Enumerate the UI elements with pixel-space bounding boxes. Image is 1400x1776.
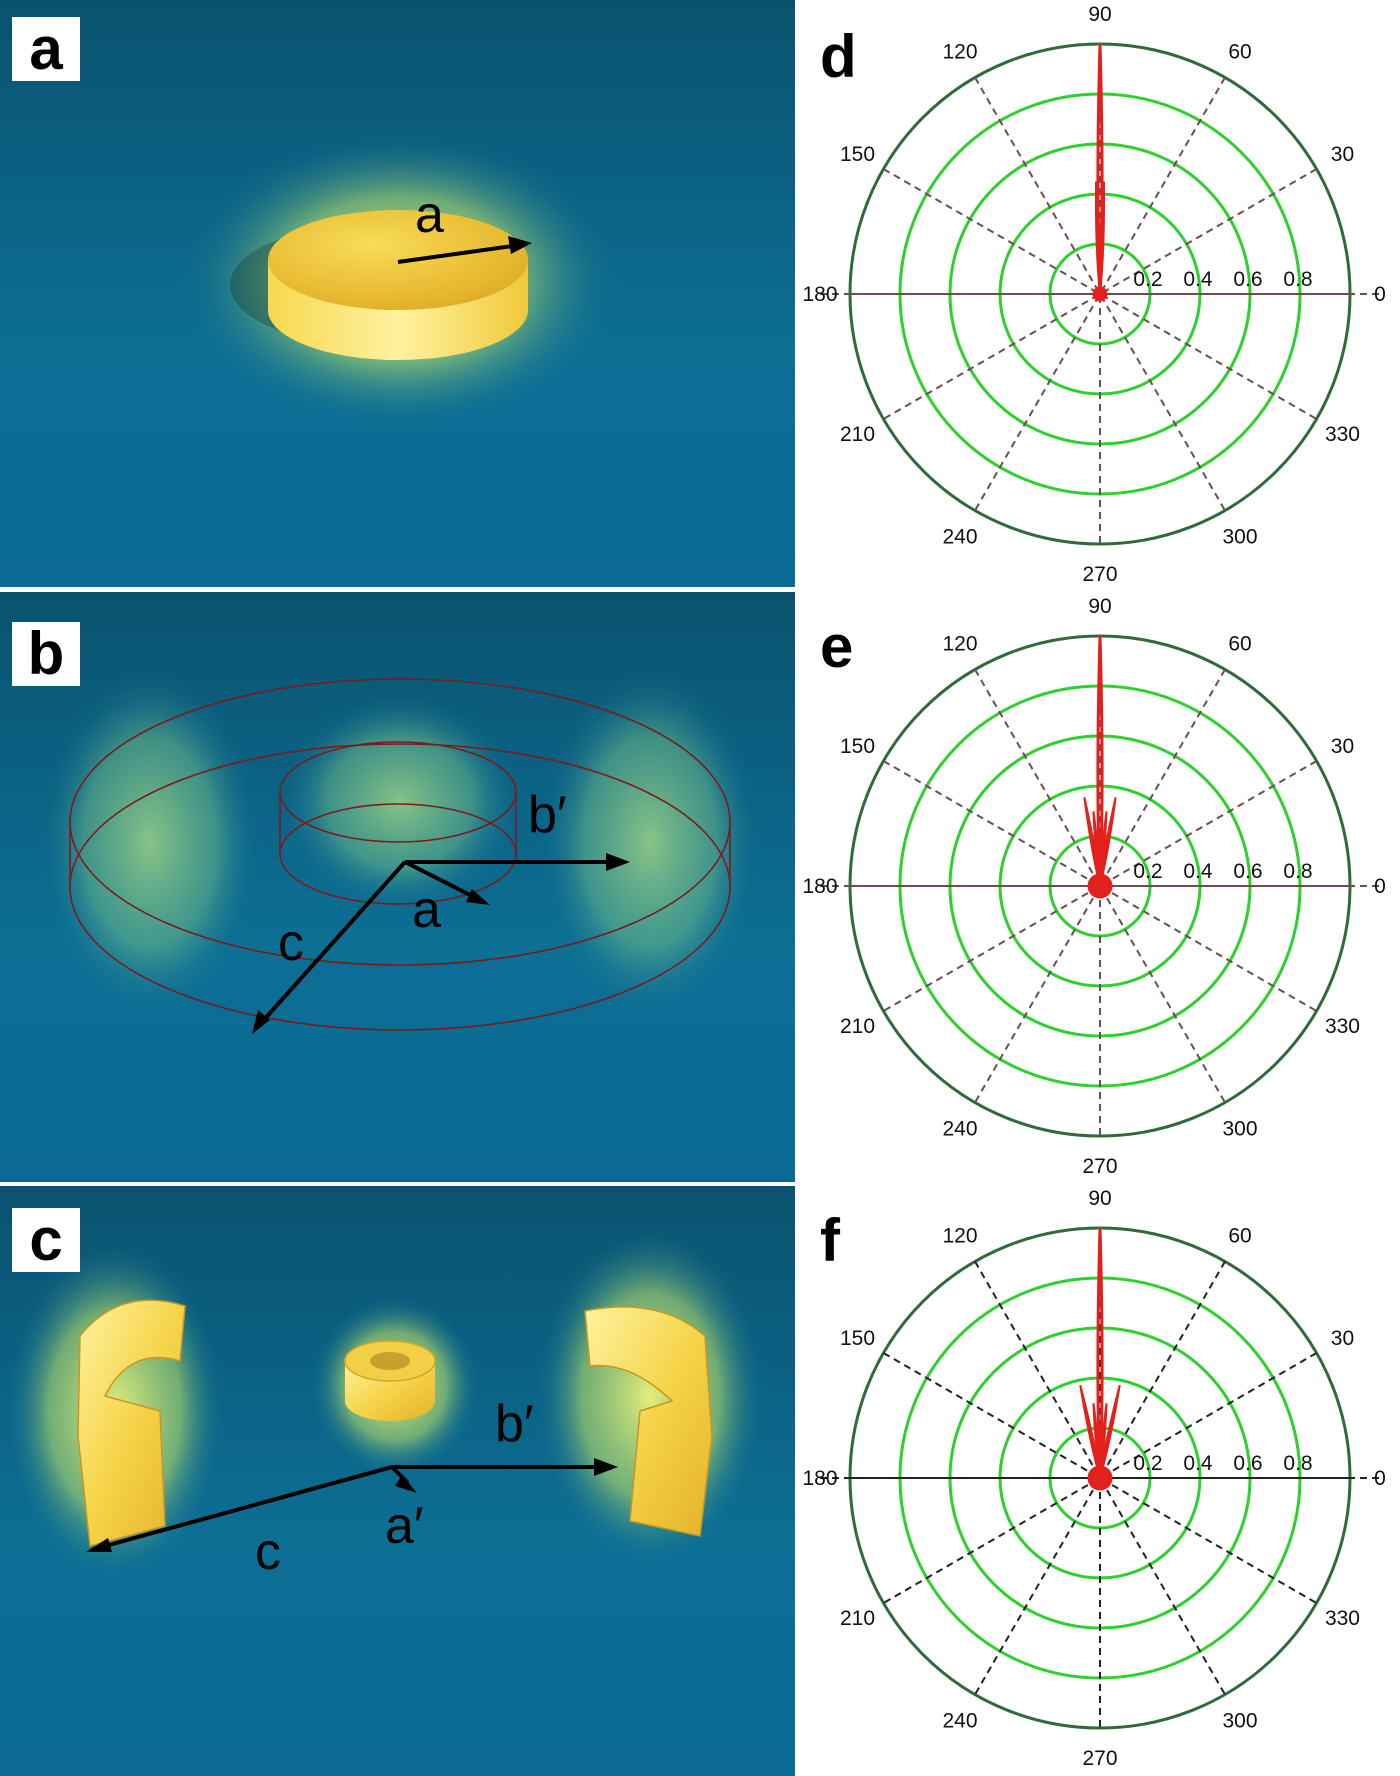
label-radius-c: c bbox=[278, 914, 304, 972]
angle-tick-label: 300 bbox=[1222, 1117, 1257, 1140]
radiation-lobe bbox=[1092, 811, 1101, 887]
center-lobe bbox=[1092, 286, 1108, 302]
radial-tick-label: 0.2 bbox=[1133, 268, 1162, 291]
angle-tick-label: 180 bbox=[802, 1467, 837, 1490]
lobe-group bbox=[1079, 1227, 1121, 1491]
angle-tick-label: 120 bbox=[942, 633, 977, 656]
label-radius-b-prime: b′ bbox=[528, 786, 567, 844]
polar-plot-d: 0 30 60 90 120 150 180 210 240 270 300 330 0.2 0.4 0.6… bbox=[802, 3, 1386, 586]
ring-segments-illustration: b′ a′ c bbox=[0, 1186, 795, 1776]
angle-tick-label: 150 bbox=[840, 143, 875, 166]
panel-letter-a: a bbox=[12, 17, 80, 81]
radial-tick-label: 0.6 bbox=[1233, 1452, 1262, 1475]
angle-tick-label: 0 bbox=[1374, 1467, 1386, 1490]
angle-tick-label: 300 bbox=[1222, 1709, 1257, 1732]
radiation-lobe bbox=[1094, 181, 1102, 295]
panel-letter-d: d bbox=[820, 23, 857, 90]
angle-tick-label: 270 bbox=[1082, 563, 1117, 586]
angle-tick-label: 150 bbox=[840, 1327, 875, 1350]
angle-tick-label: 90 bbox=[1088, 3, 1111, 26]
radial-tick-label: 0.6 bbox=[1233, 268, 1262, 291]
panel-letter-f: f bbox=[820, 1207, 840, 1274]
angle-tick-label: 30 bbox=[1331, 143, 1354, 166]
angle-tick-label: 210 bbox=[840, 1015, 875, 1038]
radiation-lobe bbox=[1096, 1227, 1104, 1479]
radial-tick-label: 0.8 bbox=[1283, 860, 1312, 883]
angle-tick-label: 180 bbox=[802, 283, 837, 306]
center-lobe bbox=[1087, 1465, 1113, 1491]
lobe-group bbox=[1092, 43, 1108, 302]
radiation-lobe bbox=[1099, 1403, 1108, 1479]
lobe-group bbox=[1083, 635, 1117, 899]
ring-disk-wireframe: b′ a c bbox=[0, 592, 795, 1182]
angle-tick-label: 0 bbox=[1374, 283, 1386, 306]
radiation-lobe bbox=[1092, 1403, 1101, 1479]
label-radius-c: c bbox=[255, 1523, 281, 1581]
panel-letter-e: e bbox=[820, 613, 854, 680]
panel-letter-c: c bbox=[12, 1208, 80, 1272]
angle-tick-label: 30 bbox=[1331, 735, 1354, 758]
radial-tick-label: 0.6 bbox=[1233, 860, 1262, 883]
panel-letter-b: b bbox=[12, 622, 80, 686]
label-radius-b-prime: b′ bbox=[495, 1395, 534, 1453]
radiation-lobe bbox=[1096, 635, 1104, 887]
angle-tick-label: 240 bbox=[942, 1117, 977, 1140]
radial-tick-label: 0.4 bbox=[1183, 1452, 1213, 1475]
angle-tick-label: 60 bbox=[1228, 41, 1251, 64]
angle-tick-label: 330 bbox=[1325, 1015, 1360, 1038]
scene-panel-b: b′ a c b bbox=[0, 592, 795, 1182]
angle-tick-label: 270 bbox=[1082, 1747, 1117, 1770]
angle-tick-label: 150 bbox=[840, 735, 875, 758]
center-lobe bbox=[1087, 873, 1113, 899]
angle-tick-label: 240 bbox=[942, 1709, 977, 1732]
angle-tick-label: 60 bbox=[1228, 1225, 1251, 1248]
angle-tick-label: 210 bbox=[840, 1607, 875, 1630]
angle-tick-label: 210 bbox=[840, 423, 875, 446]
angle-tick-label: 0 bbox=[1374, 875, 1386, 898]
angle-tick-label: 120 bbox=[942, 41, 977, 64]
radial-tick-label: 0.2 bbox=[1133, 1452, 1162, 1475]
label-radius-a: a bbox=[412, 881, 441, 939]
polar-plot-e: 0 30 60 90 120 150 180 210 240 270 300 330 0.2 0.4 0.6… bbox=[802, 595, 1386, 1178]
angle-tick-label: 90 bbox=[1088, 1187, 1111, 1210]
angle-tick-label: 330 bbox=[1325, 423, 1360, 446]
angle-tick-label: 240 bbox=[942, 525, 977, 548]
label-radius-a: a bbox=[415, 186, 444, 244]
polar-plot-f: 0 30 60 90 120 150 180 210 240 270 300 330 0.2 0.4 0.6… bbox=[802, 1187, 1386, 1770]
angle-tick-label: 330 bbox=[1325, 1607, 1360, 1630]
angle-tick-label: 90 bbox=[1088, 595, 1111, 618]
scene-panel-c: b′ a′ c c bbox=[0, 1186, 795, 1776]
radial-tick-label: 0.2 bbox=[1133, 860, 1162, 883]
radial-tick-label: 0.8 bbox=[1283, 268, 1312, 291]
radial-tick-label: 0.4 bbox=[1183, 268, 1213, 291]
label-radius-a-prime: a′ bbox=[385, 1497, 424, 1555]
angle-tick-label: 30 bbox=[1331, 1327, 1354, 1350]
radial-tick-label: 0.8 bbox=[1283, 1452, 1312, 1475]
angle-tick-label: 300 bbox=[1222, 525, 1257, 548]
radial-tick-label: 0.4 bbox=[1183, 860, 1213, 883]
angle-tick-label: 60 bbox=[1228, 633, 1251, 656]
angle-tick-label: 120 bbox=[942, 1225, 977, 1248]
angle-tick-label: 270 bbox=[1082, 1155, 1117, 1178]
radiation-lobe bbox=[1099, 811, 1108, 887]
scene-panel-a: a a bbox=[0, 0, 795, 587]
disk-illustration: a bbox=[0, 0, 795, 587]
angle-tick-label: 180 bbox=[802, 875, 837, 898]
